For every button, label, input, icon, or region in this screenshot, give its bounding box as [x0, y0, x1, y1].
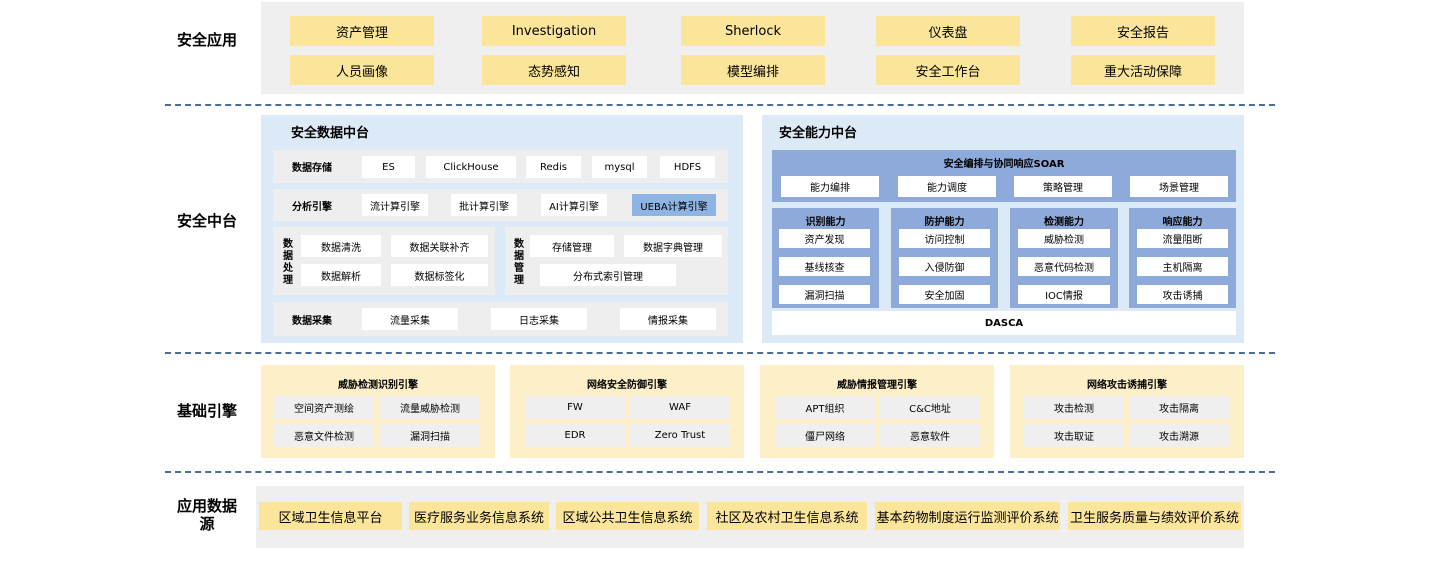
collection-log[interactable]: 日志采集 — [491, 308, 587, 330]
soar-policy[interactable]: 策略管理 — [1014, 176, 1112, 197]
processing-association[interactable]: 数据关联补齐 — [391, 235, 488, 257]
soar-title: 安全编排与协同响应SOAR — [943, 159, 1065, 170]
engine-title: 网络安全防御引擎 — [587, 380, 667, 391]
soar-scheduling[interactable]: 能力调度 — [898, 176, 996, 197]
processing-cleaning[interactable]: 数据清洗 — [301, 235, 381, 257]
capability-identify-item[interactable]: 漏洞扫描 — [779, 285, 870, 304]
capability-respond-item[interactable]: 主机隔离 — [1137, 257, 1228, 276]
dasca-bar[interactable]: DASCA — [772, 311, 1236, 335]
capability-respond-item[interactable]: 流量阻断 — [1137, 229, 1228, 248]
engine-item[interactable]: 攻击隔离 — [1129, 396, 1229, 419]
storage-hdfs[interactable]: HDFS — [660, 156, 715, 178]
capability-detect-title: 检测能力 — [1044, 217, 1084, 228]
processing-parsing[interactable]: 数据解析 — [301, 264, 381, 286]
capability-identify-title: 识别能力 — [805, 217, 846, 228]
management-label: 数据管理 — [514, 239, 524, 286]
capability-respond-item[interactable]: 攻击诱捕 — [1137, 285, 1228, 304]
engine-item[interactable]: 攻击取证 — [1024, 424, 1124, 447]
capability-detect-item[interactable]: IOC情报 — [1018, 285, 1110, 304]
engine-title: 网络攻击诱捕引擎 — [1087, 380, 1167, 391]
collection-label: 数据采集 — [292, 315, 332, 327]
storage-clickhouse[interactable]: ClickHouse — [426, 156, 516, 178]
soar-scenario[interactable]: 场景管理 — [1130, 176, 1228, 197]
source-essential-drug-system[interactable]: 基本药物制度运行监测评价系统 — [875, 502, 1060, 530]
engine-item[interactable]: C&C地址 — [880, 396, 980, 419]
analysis-ueba[interactable]: UEBA计算引擎 — [632, 194, 716, 216]
engine-item[interactable]: 漏洞扫描 — [380, 424, 480, 447]
processing-label: 数据处理 — [283, 239, 293, 286]
app-situation-awareness[interactable]: 态势感知 — [482, 55, 626, 85]
capability-protect-item[interactable]: 访问控制 — [899, 229, 990, 248]
engine-item[interactable]: WAF — [630, 396, 730, 419]
processing-tagging[interactable]: 数据标签化 — [391, 264, 488, 286]
engine-item[interactable]: 攻击溯源 — [1129, 424, 1229, 447]
capability-identify-item[interactable]: 基线核查 — [779, 257, 870, 276]
capability-protect-title: 防护能力 — [924, 217, 965, 228]
source-public-health-system[interactable]: 区域公共卫生信息系统 — [556, 502, 699, 530]
app-model-orchestration[interactable]: 模型编排 — [681, 55, 825, 85]
engine-title: 威胁情报管理引擎 — [837, 380, 917, 391]
app-asset-management[interactable]: 资产管理 — [290, 16, 434, 46]
management-dictionary[interactable]: 数据字典管理 — [624, 235, 722, 257]
capability-protect-item[interactable]: 入侵防御 — [899, 257, 990, 276]
capability-identify-item[interactable]: 资产发现 — [779, 229, 870, 248]
capability-detect-item[interactable]: 恶意代码检测 — [1018, 257, 1110, 276]
separator — [165, 352, 1275, 354]
row-label-middle: 安全中台 — [177, 212, 238, 230]
storage-es[interactable]: ES — [362, 156, 415, 178]
capability-platform-title: 安全能力中台 — [779, 126, 858, 141]
capability-protect-item[interactable]: 安全加固 — [899, 285, 990, 304]
app-sherlock[interactable]: Sherlock — [681, 16, 825, 46]
analysis-ai[interactable]: AI计算引擎 — [541, 194, 607, 216]
storage-redis[interactable]: Redis — [526, 156, 581, 178]
storage-mysql[interactable]: mysql — [592, 156, 647, 178]
soar-orchestration[interactable]: 能力编排 — [781, 176, 879, 197]
engine-item[interactable]: 恶意文件检测 — [274, 424, 374, 447]
source-community-rural-system[interactable]: 社区及农村卫生信息系统 — [707, 502, 867, 530]
source-regional-health-platform[interactable]: 区域卫生信息平台 — [259, 502, 402, 530]
engine-item[interactable]: Zero Trust — [630, 424, 730, 447]
analysis-batch[interactable]: 批计算引擎 — [451, 194, 517, 216]
engine-item[interactable]: 僵尸网络 — [775, 424, 875, 447]
management-index[interactable]: 分布式索引管理 — [540, 264, 676, 286]
app-major-event-support[interactable]: 重大活动保障 — [1071, 55, 1215, 85]
capability-respond-title: 响应能力 — [1162, 217, 1203, 228]
engine-item[interactable]: 恶意软件 — [880, 424, 980, 447]
collection-intel[interactable]: 情报采集 — [620, 308, 716, 330]
app-security-report[interactable]: 安全报告 — [1071, 16, 1215, 46]
engine-item[interactable]: 空间资产测绘 — [274, 396, 374, 419]
row-label-source: 应用数据源 — [177, 497, 238, 533]
engine-item[interactable]: APT组织 — [775, 396, 875, 419]
separator — [165, 104, 1275, 106]
app-investigation[interactable]: Investigation — [482, 16, 626, 46]
analysis-stream[interactable]: 流计算引擎 — [362, 194, 428, 216]
app-security-workbench[interactable]: 安全工作台 — [876, 55, 1020, 85]
data-platform-title: 安全数据中台 — [291, 126, 370, 141]
storage-label: 数据存储 — [292, 163, 332, 174]
engine-item[interactable]: 流量威胁检测 — [380, 396, 480, 419]
source-medical-service-system[interactable]: 医疗服务业务信息系统 — [409, 502, 549, 530]
engine-title: 威胁检测识别引擎 — [338, 380, 418, 391]
engine-item[interactable]: 攻击检测 — [1024, 396, 1124, 419]
row-label-app: 安全应用 — [177, 31, 238, 49]
source-quality-performance-system[interactable]: 卫生服务质量与绩效评价系统 — [1068, 502, 1241, 530]
engine-item[interactable]: FW — [525, 396, 625, 419]
row-label-engine: 基础引擎 — [177, 402, 238, 420]
collection-traffic[interactable]: 流量采集 — [362, 308, 458, 330]
separator — [165, 471, 1275, 473]
app-dashboard[interactable]: 仪表盘 — [876, 16, 1020, 46]
analysis-label: 分析引擎 — [292, 201, 332, 213]
app-person-profile[interactable]: 人员画像 — [290, 55, 434, 85]
capability-detect-item[interactable]: 威胁检测 — [1018, 229, 1110, 248]
management-storage[interactable]: 存储管理 — [530, 235, 614, 257]
engine-item[interactable]: EDR — [525, 424, 625, 447]
